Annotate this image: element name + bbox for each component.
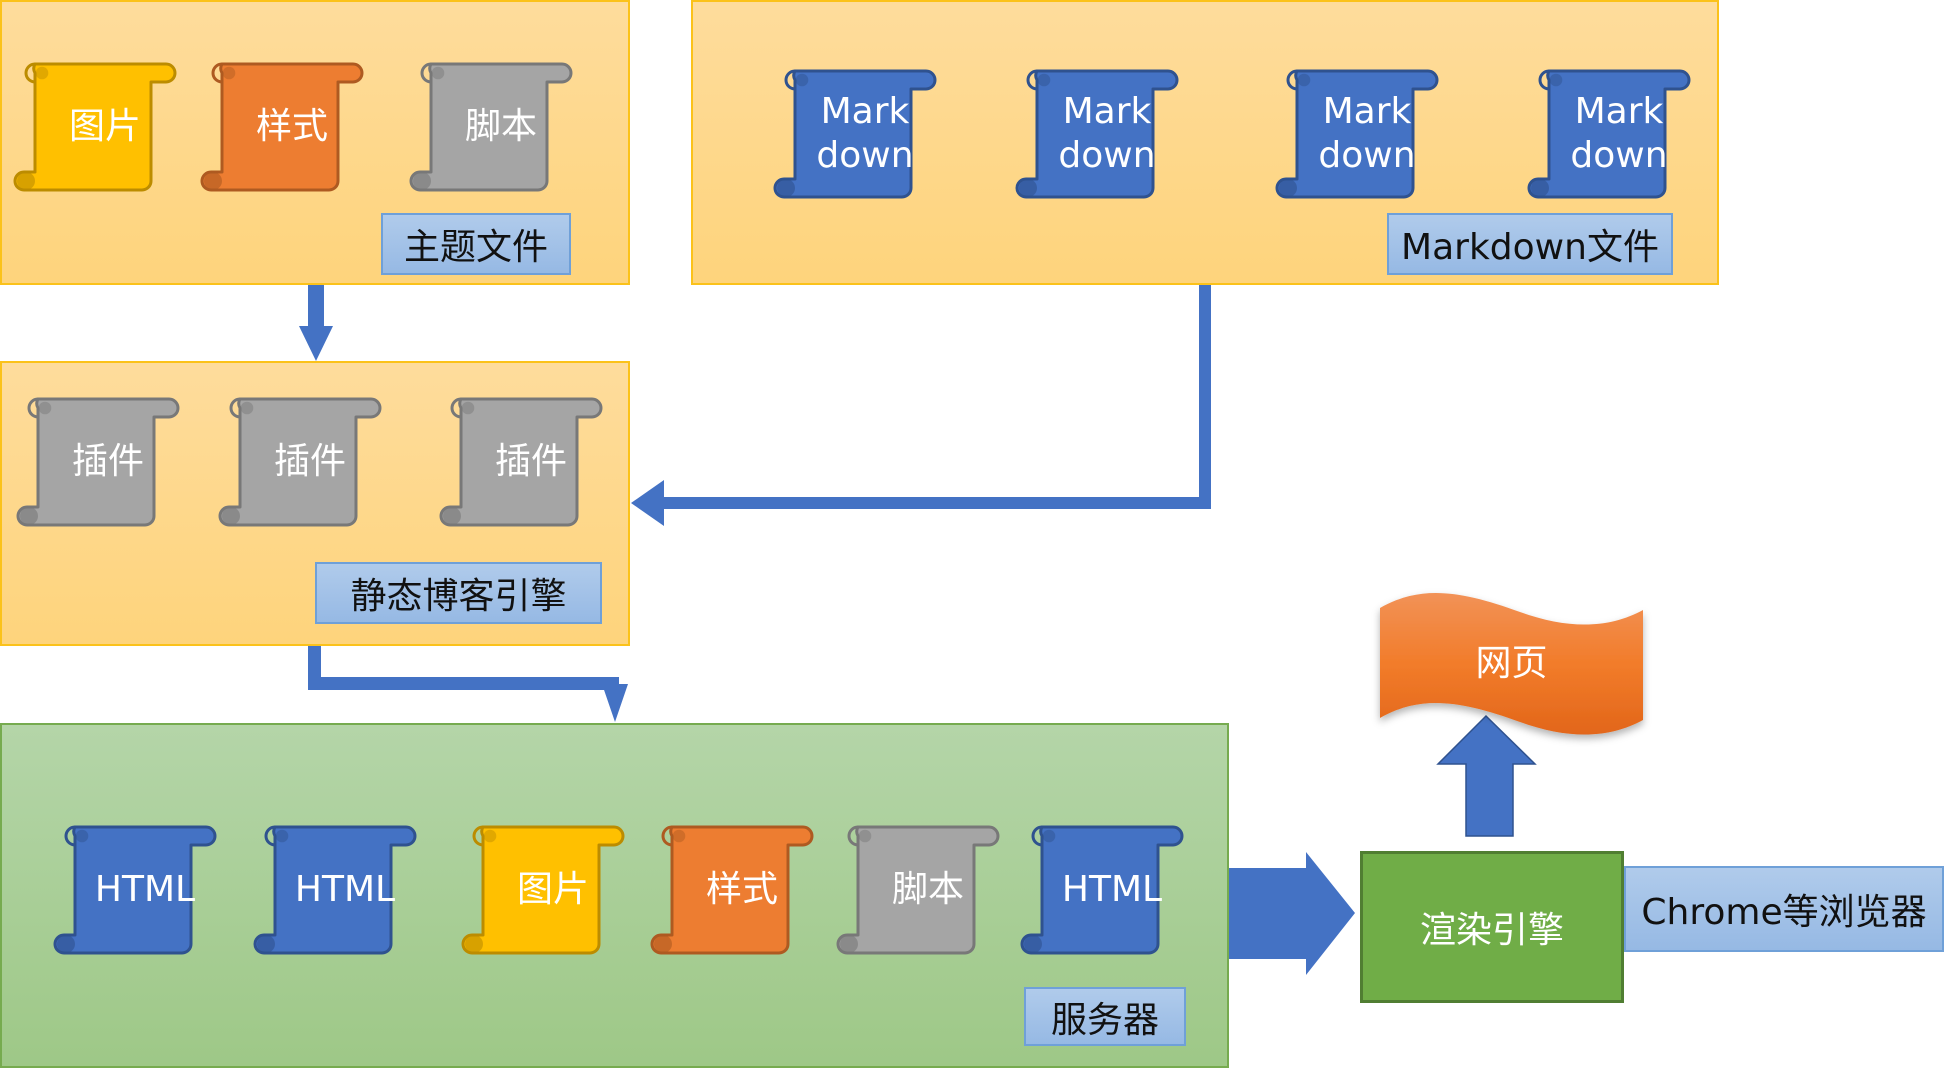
scroll-icon: Mark down <box>1015 62 1179 199</box>
scroll-label: 图片 <box>516 868 589 910</box>
arrow-markdown-to-engine <box>631 285 1211 526</box>
web-page-flag <box>1380 592 1643 735</box>
scroll-label: Mark down <box>1318 90 1416 176</box>
scroll-icon: 样式 <box>650 818 814 955</box>
scroll-label: HTML <box>294 868 396 910</box>
scroll-icon: 插件 <box>218 390 382 527</box>
scroll-icon: HTML <box>1020 818 1184 955</box>
scroll-icon: Mark down <box>773 62 937 199</box>
scroll-label: HTML <box>1061 868 1163 910</box>
scroll-label: 插件 <box>494 440 567 482</box>
web-page-label: 网页 <box>1475 643 1548 684</box>
scroll-label: 插件 <box>71 440 144 482</box>
scroll-label: Mark down <box>1570 90 1668 176</box>
scroll-label: 样式 <box>705 868 778 910</box>
scroll-icon: 脚本 <box>409 55 573 192</box>
arrow-server-to-render <box>1229 852 1355 975</box>
scroll-icon: 插件 <box>439 390 603 527</box>
scroll-label: Mark down <box>816 90 914 176</box>
browser-label: Chrome等浏览器 <box>1624 866 1944 952</box>
theme-files-title: 主题文件 <box>381 213 571 275</box>
arrow-theme-to-engine <box>299 285 333 361</box>
scroll-icon: 插件 <box>16 390 180 527</box>
static-blog-engine-title: 静态博客引擎 <box>315 562 602 624</box>
arrow-engine-to-server <box>308 646 628 722</box>
arrow-render-to-webpage <box>1436 714 1537 837</box>
scroll-icon: 脚本 <box>836 818 1000 955</box>
markdown-files-title: Markdown文件 <box>1387 213 1673 275</box>
scroll-icon: Mark down <box>1527 62 1691 199</box>
scroll-icon: Mark down <box>1275 62 1439 199</box>
scroll-label: 脚本 <box>464 105 537 147</box>
scroll-icon: 样式 <box>200 55 364 192</box>
scroll-label: HTML <box>94 868 196 910</box>
scroll-label: Mark down <box>1058 90 1156 176</box>
scroll-label: 脚本 <box>891 868 964 910</box>
render-engine-box: 渲染引擎 <box>1360 851 1624 1003</box>
scroll-icon: HTML <box>253 818 417 955</box>
scroll-icon: HTML <box>53 818 217 955</box>
scroll-icon: 图片 <box>13 55 177 192</box>
scroll-label: 插件 <box>273 440 346 482</box>
server-title: 服务器 <box>1024 987 1186 1046</box>
scroll-label: 图片 <box>68 105 141 147</box>
scroll-icon: 图片 <box>461 818 625 955</box>
scroll-label: 样式 <box>255 105 328 147</box>
